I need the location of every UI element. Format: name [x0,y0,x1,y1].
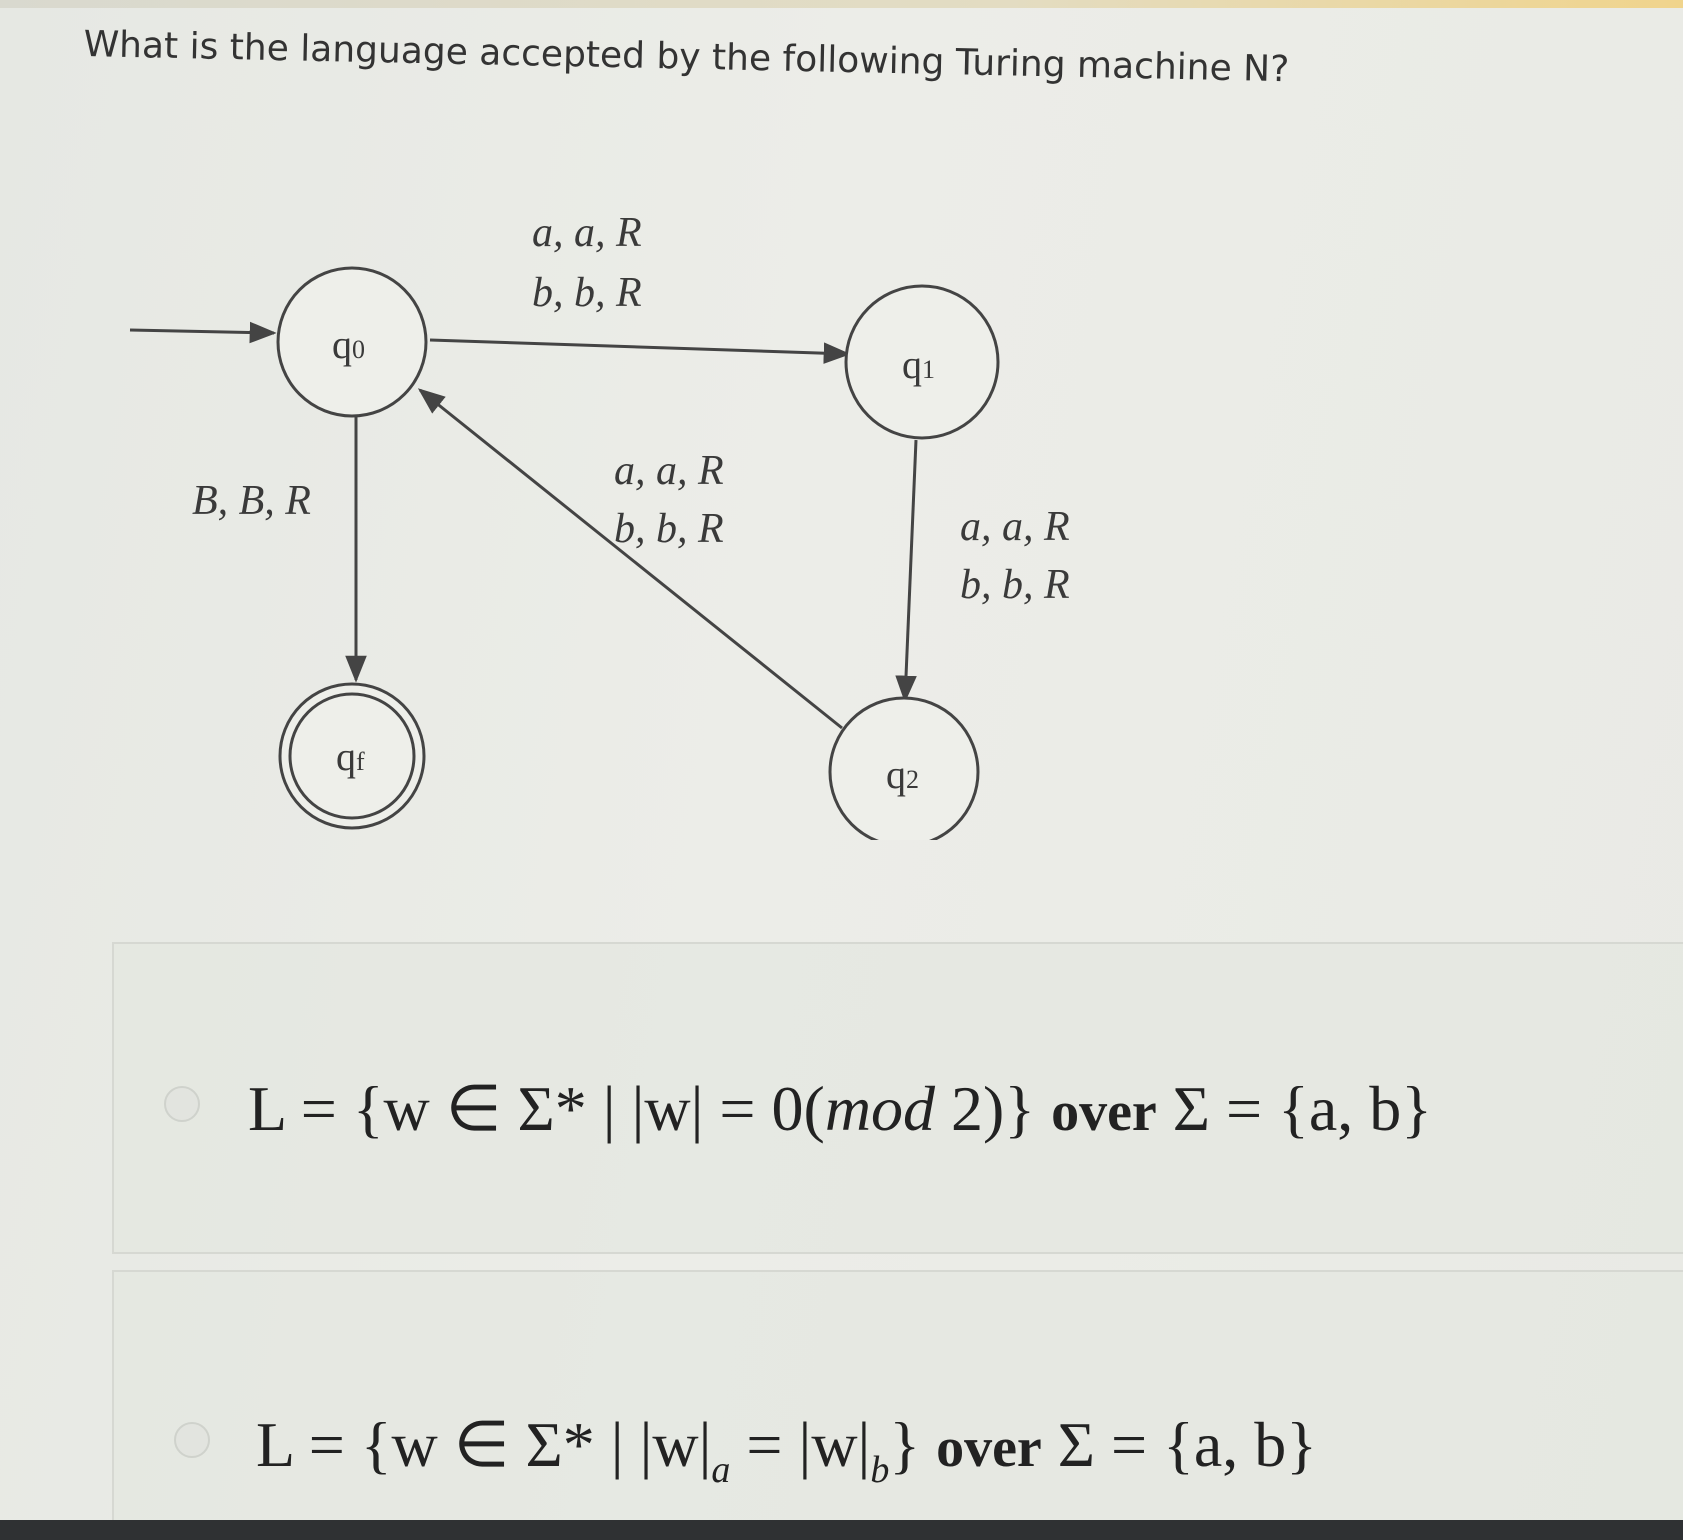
option-2-over: over [936,1417,1042,1479]
label-q1-q2-line1: a, a, R [960,504,1070,550]
label-q1-q2-line2: b, b, R [960,562,1070,608]
svg-text:q2: q2 [886,752,919,797]
state-q2-base: q [886,752,906,797]
state-q2-sub: 2 [906,765,919,794]
option-2-sub-a: a [711,1449,731,1491]
label-q0-q1-line1: a, a, R [532,210,642,256]
state-q0: q0 [276,266,428,418]
bottom-bezel [0,1520,1683,1540]
option-1-formula: L = {w ∈ Σ* | |w| = 0(mod 2)} over Σ = {… [248,1072,1432,1146]
svg-text:qf: qf [336,734,365,779]
edge-q1-q2 [895,439,918,703]
label-q0-qf: B, B, R [192,478,311,524]
state-qf-base: q [336,734,356,779]
state-q0-base: q [332,322,352,367]
option-2-formula: L = {w ∈ Σ* | |w|a = |w|b} over Σ = {a, … [256,1408,1317,1492]
label-q2-q0-line1: a, a, R [614,448,724,494]
top-bar [0,0,1683,8]
answer-option-1[interactable]: L = {w ∈ Σ* | |w| = 0(mod 2)} over Σ = {… [112,942,1683,1254]
label-q0-q1-line2: b, b, R [532,270,642,316]
state-qf-sub: f [356,747,365,776]
state-q0-sub: 0 [352,335,365,364]
option-2-eq: = |w| [730,1409,871,1480]
state-q2: q2 [828,696,980,840]
option-1-mod: mod [824,1073,936,1144]
start-arrow [129,321,277,344]
option-2-rhs: Σ = {a, b} [1057,1409,1317,1480]
answer-option-2[interactable]: L = {w ∈ Σ* | |w|a = |w|b} over Σ = {a, … [112,1270,1683,1538]
svg-text:q0: q0 [332,322,365,367]
option-1-lhs: L = {w ∈ Σ* | |w| = 0( [248,1073,825,1144]
option-2-close: } [889,1409,921,1480]
option-1-rhs: Σ = {a, b} [1172,1073,1432,1144]
question-text: What is the language accepted by the fol… [83,24,1290,91]
state-q1: q1 [844,284,1000,440]
radio-button-option-2[interactable] [174,1422,210,1458]
radio-button-option-1[interactable] [164,1086,200,1122]
state-qf: qf [278,682,426,830]
edge-q2-q0 [417,388,843,730]
svg-text:q1: q1 [902,342,935,387]
label-q2-q0-line2: b, b, R [614,506,724,552]
turing-machine-diagram: q0 q1 q2 qf a, a, R b, b, R a, a, R b, b… [129,210,1070,840]
option-1-mid: 2)} [935,1073,1036,1144]
option-1-over: over [1051,1081,1157,1143]
option-2-sub-b: b [870,1449,890,1491]
state-q1-base: q [902,342,922,387]
option-2-lhs: L = {w ∈ Σ* | |w| [256,1409,712,1480]
edge-q0-q1 [429,338,851,364]
state-q1-sub: 1 [922,355,935,384]
